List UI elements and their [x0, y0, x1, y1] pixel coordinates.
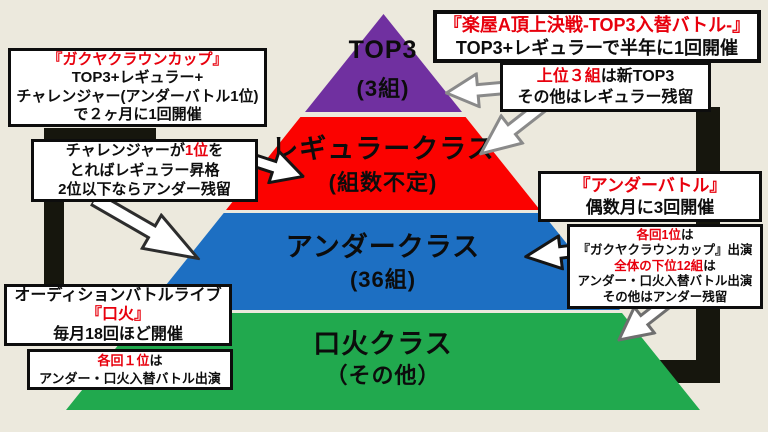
note-crown-cup: 『ガクヤクラウンカップ』 TOP3+レギュラー+ チャレンジャー(アンダーバトル…: [8, 48, 267, 127]
crown-cup-members2: チャレンジャー(アンダーバトル1位): [16, 87, 259, 105]
note-challenger-rule: チャレンジャーが1位を とればレギュラー昇格 2位以下ならアンダー残留: [31, 139, 258, 202]
crown-cup-schedule: で２ヶ月に1回開催: [73, 106, 202, 123]
under-result-first-rest: は: [680, 227, 694, 242]
kuchibi-result-swap: アンダー・口火入替バトル出演: [39, 370, 221, 386]
under-result-first: 各回1位: [636, 227, 681, 242]
under-result-bottom: 全体の下位12組: [614, 258, 704, 273]
challenger-rank: 1位: [184, 142, 209, 160]
top3-result-highlight: 上位３組: [536, 68, 601, 85]
note-kuchibi-result: 各回１位は アンダー・口火入替バトル出演: [27, 349, 233, 390]
challenger-stay: 2位以下ならアンダー残留: [58, 181, 231, 199]
tier-kuchibi-label: 口火クラス: [313, 329, 453, 359]
arrow-downright-into-under-icon: [84, 180, 211, 277]
crown-cup-members1: TOP3+レギュラー+: [71, 69, 204, 86]
note-kuchibi-live: オーディションバトルライブ 『口火』 毎月18回ほど開催: [4, 284, 232, 346]
tier-kuchibi-count: （その他）: [325, 363, 441, 388]
challenger-promotion: とればレギュラー昇格: [69, 161, 220, 179]
under-result-appear: 『ガクヤクラウンカップ』出演: [577, 243, 753, 258]
under-result-swap: アンダー・口火入替バトル出演: [577, 274, 753, 289]
crown-cup-title: 『ガクヤクラウンカップ』: [47, 50, 228, 68]
under-battle-schedule: 偶数月に3回開催: [585, 197, 715, 217]
kuchibi-schedule: 毎月18回ほど開催: [53, 325, 183, 343]
right-connector-bar-foot: [660, 360, 720, 383]
kuchibi-result-first-rest: は: [149, 353, 163, 368]
tier-regular-count: (組数不定): [328, 170, 438, 195]
kuchibi-type: オーディションバトルライブ: [14, 286, 222, 304]
challenger-pre: チャレンジャーが: [65, 142, 185, 160]
kuchibi-title: 『口火』: [85, 306, 150, 324]
note-top3-result: 上位３組は新TOP3 その他はレギュラー残留: [500, 62, 711, 112]
top3-result-others: その他はレギュラー残留: [517, 89, 694, 106]
top-event-title: 『楽屋A頂上決戦-TOP3入替バトル-』: [443, 14, 751, 35]
note-under-battle-result: 各回1位は 『ガクヤクラウンカップ』出演 全体の下位12組は アンダー・口火入替…: [567, 224, 763, 309]
tier-under-count: (36組): [349, 267, 417, 292]
tier-top3-count: (3組): [356, 76, 410, 101]
kuchibi-result-first: 各回１位: [97, 353, 150, 368]
under-battle-title: 『アンダーバトル』: [573, 175, 727, 195]
tier-under-label: アンダークラス: [285, 232, 481, 262]
tier-regular-label: レギュラークラス: [271, 134, 495, 164]
challenger-post: を: [208, 142, 224, 160]
note-under-battle: 『アンダーバトル』 偶数月に3回開催: [538, 171, 762, 222]
note-top-battle-event: 『楽屋A頂上決戦-TOP3入替バトル-』 TOP3+レギュラーで半年に1回開催: [433, 10, 761, 63]
top-event-schedule: TOP3+レギュラーで半年に1回開催: [455, 37, 739, 58]
under-result-bottom-rest: は: [703, 258, 716, 273]
top3-result-rest: は新TOP3: [600, 68, 675, 85]
under-result-stay: その他はアンダー残留: [602, 289, 728, 304]
tier-top3-label: TOP3: [348, 36, 418, 64]
left-connector-bar-horizontal: [44, 128, 156, 142]
